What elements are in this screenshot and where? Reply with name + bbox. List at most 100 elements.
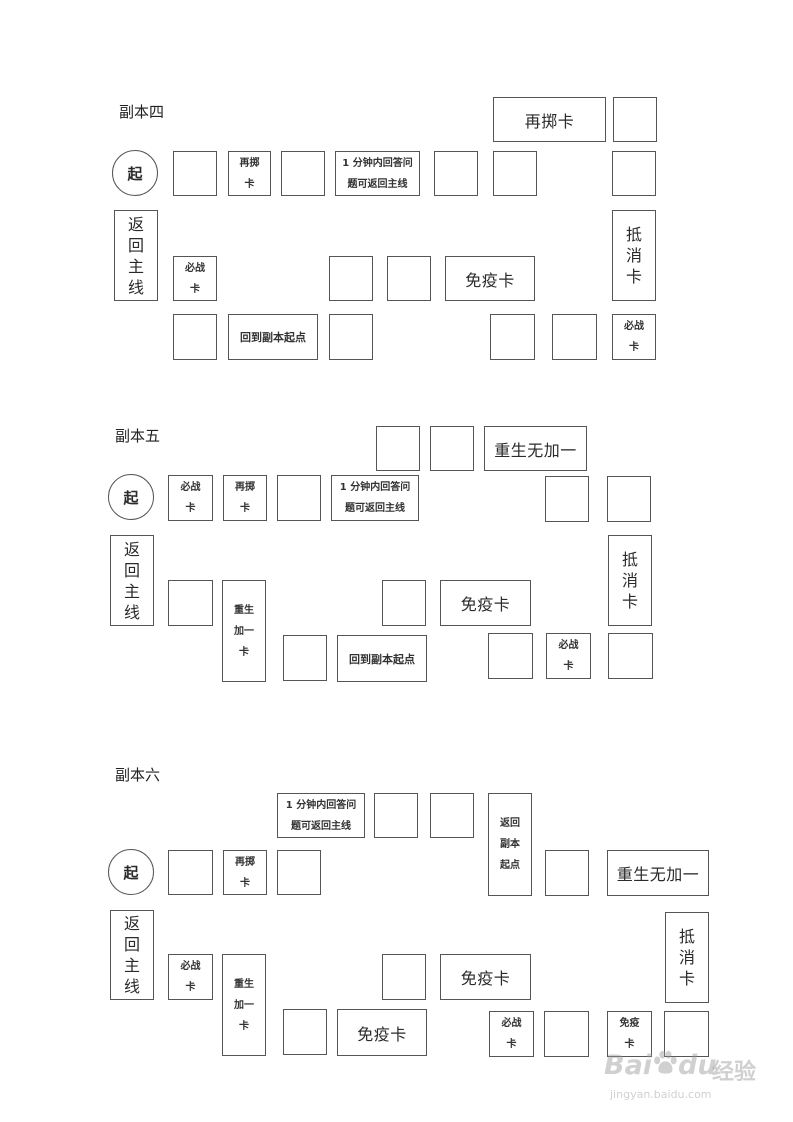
cell-text: 重生	[234, 604, 254, 616]
immunity-card-cell: 免疫卡	[337, 1009, 427, 1056]
cell-text: 卡	[190, 283, 200, 295]
cell-text: 卡	[506, 1039, 517, 1050]
blank-cell	[329, 256, 373, 301]
blank-cell	[545, 476, 589, 522]
cell-text: 加一	[234, 625, 254, 637]
cell-text: 必战	[558, 640, 579, 651]
quiz-return-cell: 1 分钟内回答问题可返回主线	[335, 151, 420, 196]
cancel-card-cell: 抵消卡	[612, 210, 656, 301]
return-mainline-cell: 返回主线	[114, 210, 158, 301]
blank-cell	[607, 476, 651, 522]
blank-cell	[277, 850, 321, 895]
blank-cell	[488, 633, 533, 679]
blank-cell	[168, 580, 213, 626]
cell-text: 返回主线	[123, 539, 140, 622]
blank-cell	[281, 151, 325, 196]
blank-cell	[283, 635, 327, 681]
blank-cell	[283, 1009, 327, 1055]
cancel-card-cell: 抵消卡	[665, 912, 709, 1003]
start-circle: 起	[108, 849, 154, 895]
blank-cell	[544, 1011, 589, 1057]
blank-cell	[608, 633, 653, 679]
cell-text: 必战	[180, 482, 201, 493]
cell-text: 卡	[185, 982, 196, 993]
cell-text: 1 分钟内回答问	[285, 799, 357, 811]
immunity-card-cell: 免疫卡	[440, 954, 531, 1000]
section-title: 副本四	[119, 103, 165, 121]
blank-cell	[173, 151, 217, 196]
cell-text: 返回主线	[127, 214, 144, 297]
cell-text: 再掷	[239, 157, 260, 169]
cell-text: 必战	[180, 961, 201, 972]
cell-text: 必战	[501, 1018, 522, 1029]
cell-text: 返回	[500, 818, 520, 829]
back-to-start-cell: 回到副本起点	[228, 314, 318, 360]
cell-text: 起点	[500, 860, 520, 871]
cell-text: 免疫卡	[460, 595, 511, 614]
cell-text: 起	[123, 488, 139, 507]
cell-text: 起	[123, 863, 139, 882]
blank-cell	[493, 151, 537, 196]
must-fight-card-cell: 必战卡	[546, 633, 591, 679]
blank-cell	[490, 314, 535, 360]
cell-text: 卡	[563, 661, 574, 672]
blank-cell	[545, 850, 589, 896]
must-fight-card-cell: 必战卡	[489, 1011, 534, 1057]
blank-cell	[434, 151, 478, 196]
blank-cell	[664, 1011, 709, 1057]
cell-text: 卡	[185, 503, 196, 514]
immunity-card-cell: 免疫卡	[440, 580, 531, 626]
return-mainline-cell: 返回主线	[110, 535, 154, 626]
cell-text: 卡	[240, 503, 250, 514]
cell-text: 起	[127, 164, 143, 183]
cell-text: 必战	[624, 321, 644, 332]
blank-cell	[376, 426, 420, 471]
cell-text: 免疫卡	[460, 969, 511, 988]
blank-cell	[387, 256, 431, 301]
blank-cell	[173, 314, 217, 360]
cell-text: 卡	[244, 178, 255, 190]
section-title: 副本六	[115, 766, 161, 784]
quiz-return-cell: 1 分钟内回答问题可返回主线	[331, 475, 419, 521]
cell-text: 回到副本起点	[349, 652, 415, 666]
cell-text: 卡	[239, 1020, 249, 1032]
cell-text: 再掷卡	[524, 111, 575, 131]
return-mainline-cell: 返回主线	[110, 910, 154, 1000]
must-fight-card-cell: 必战卡	[173, 256, 217, 301]
blank-cell	[382, 580, 426, 626]
must-fight-card-cell: 必战卡	[168, 475, 213, 521]
quiz-return-cell: 1 分钟内回答问题可返回主线	[277, 793, 365, 838]
reroll-card-cell: 再掷卡	[223, 475, 267, 521]
revive-no-plus-one-cell: 重生无加一	[484, 426, 587, 471]
cell-text: 再掷	[235, 482, 255, 493]
blank-cell	[374, 793, 418, 838]
blank-cell	[329, 314, 373, 360]
revive-plus-one-cell: 重生加一卡	[222, 580, 266, 682]
immunity-card-cell: 免疫卡	[445, 256, 535, 301]
must-fight-card-cell: 必战卡	[168, 954, 213, 1000]
reroll-card-cell: 再掷卡	[228, 151, 271, 196]
cell-text: 卡	[240, 877, 250, 889]
cell-text: 题可返回主线	[347, 178, 408, 190]
cell-text: 免疫卡	[357, 1024, 407, 1044]
cell-text: 重生无加一	[616, 865, 700, 884]
watermark-url: jingyan.baidu.com	[610, 1088, 712, 1101]
cell-text: 题可返回主线	[345, 503, 405, 514]
cell-text: 副本	[500, 839, 520, 850]
cell-text: 1 分钟内回答问	[339, 482, 411, 493]
revive-plus-one-cell: 重生加一卡	[222, 954, 266, 1056]
blank-cell	[552, 314, 597, 360]
must-fight-card-cell: 必战卡	[612, 314, 656, 360]
blank-cell	[612, 151, 656, 196]
blank-cell	[168, 850, 213, 895]
cell-text: 题可返回主线	[291, 820, 351, 832]
cell-text: 回到副本起点	[240, 331, 306, 344]
cell-text: 1 分钟内回答问	[342, 157, 413, 169]
blank-cell	[382, 954, 426, 1000]
cell-text: 免疫卡	[465, 270, 515, 290]
blank-cell	[430, 793, 474, 838]
cell-text: 加一	[234, 999, 254, 1011]
cancel-card-cell: 抵消卡	[608, 535, 652, 626]
cell-text: 抵消卡	[678, 927, 695, 988]
